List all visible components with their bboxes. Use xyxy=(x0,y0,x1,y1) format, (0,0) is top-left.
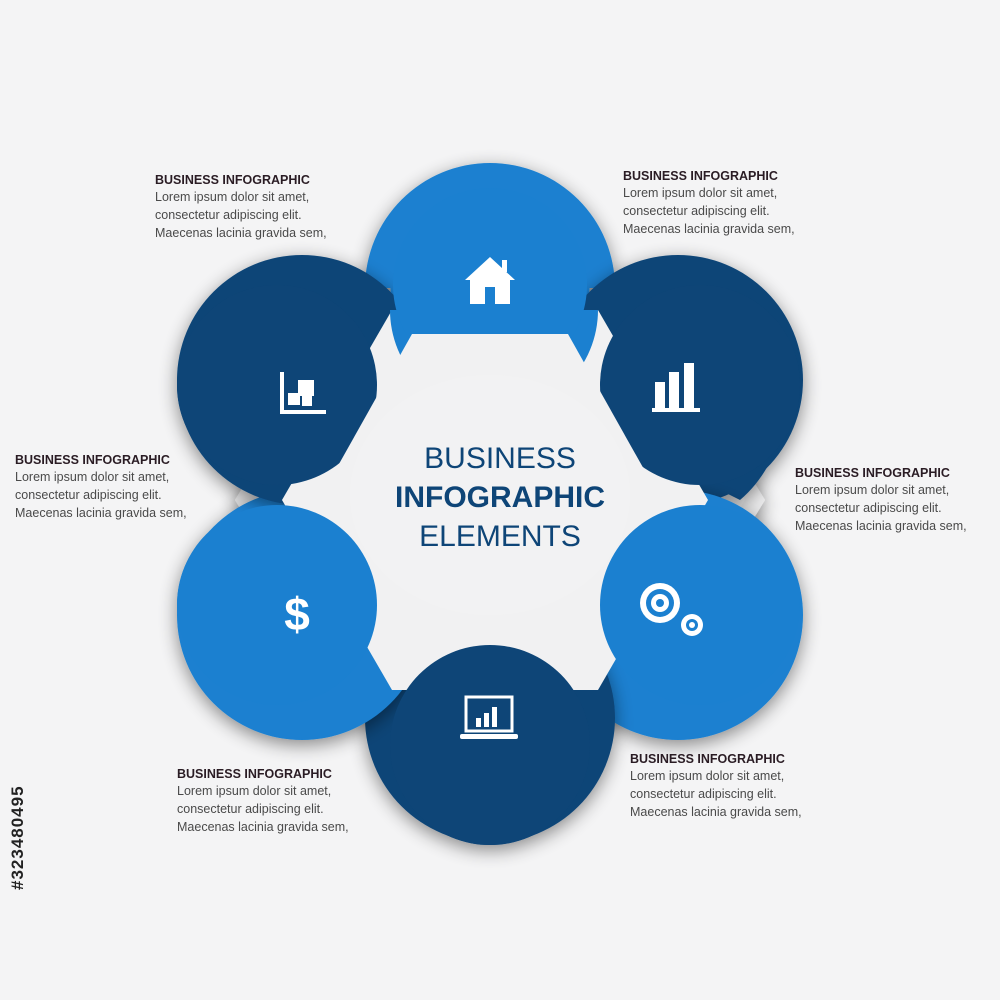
label-text-line: Maecenas lacinia gravida sem, xyxy=(623,222,795,236)
petal-lower-left-disc xyxy=(177,505,377,705)
label-text-line: Lorem ipsum dolor sit amet, xyxy=(15,470,170,484)
label-text-line: consectetur adipiscing elit. xyxy=(177,802,324,816)
home-icon xyxy=(465,257,515,304)
label-text-line: Maecenas lacinia gravida sem, xyxy=(15,506,187,520)
label-mid-right: BUSINESS INFOGRAPHIC Lorem ipsum dolor s… xyxy=(795,465,1000,535)
label-lower-left: BUSINESS INFOGRAPHIC Lorem ipsum dolor s… xyxy=(177,766,417,836)
label-text-line: Lorem ipsum dolor sit amet, xyxy=(795,483,950,497)
laptop-chart-icon xyxy=(460,695,518,739)
petal-lower-right-disc xyxy=(600,505,800,705)
label-title: BUSINESS INFOGRAPHIC xyxy=(155,173,310,187)
scatter-axes-icon xyxy=(280,372,326,414)
bar-chart-icon xyxy=(652,363,700,412)
stock-id: #323480495 xyxy=(8,785,27,890)
label-text-line: consectetur adipiscing elit. xyxy=(623,204,770,218)
label-title: BUSINESS INFOGRAPHIC xyxy=(623,169,778,183)
label-text-line: Maecenas lacinia gravida sem, xyxy=(177,820,349,834)
gears-icon xyxy=(640,583,703,636)
label-title: BUSINESS INFOGRAPHIC xyxy=(630,752,785,766)
label-text-line: Lorem ipsum dolor sit amet, xyxy=(155,190,310,204)
petal-upper-right-disc xyxy=(600,285,800,485)
label-title: BUSINESS INFOGRAPHIC xyxy=(177,767,332,781)
label-upper-left: BUSINESS INFOGRAPHIC Lorem ipsum dolor s… xyxy=(155,172,395,242)
dollar-icon: $ xyxy=(284,588,310,640)
label-text-line: consectetur adipiscing elit. xyxy=(155,208,302,222)
label-text-line: Lorem ipsum dolor sit amet, xyxy=(630,769,785,783)
label-mid-left: BUSINESS INFOGRAPHIC Lorem ipsum dolor s… xyxy=(15,452,255,522)
label-text-line: consectetur adipiscing elit. xyxy=(630,787,777,801)
center-title-line3: ELEMENTS xyxy=(419,520,581,553)
petal-upper-left-disc xyxy=(177,285,377,485)
label-title: BUSINESS INFOGRAPHIC xyxy=(795,466,950,480)
label-lower-right: BUSINESS INFOGRAPHIC Lorem ipsum dolor s… xyxy=(630,751,870,821)
label-text-line: Lorem ipsum dolor sit amet, xyxy=(623,186,778,200)
label-text-line: consectetur adipiscing elit. xyxy=(795,501,942,515)
center-title-line2: INFOGRAPHIC xyxy=(395,481,605,514)
label-text-line: Maecenas lacinia gravida sem, xyxy=(795,519,967,533)
center-title-line1: BUSINESS xyxy=(424,442,576,475)
label-text-line: consectetur adipiscing elit. xyxy=(15,488,162,502)
label-upper-right: BUSINESS INFOGRAPHIC Lorem ipsum dolor s… xyxy=(623,168,863,238)
center-face-soft xyxy=(350,375,630,615)
label-text-line: Maecenas lacinia gravida sem, xyxy=(155,226,327,240)
label-text-line: Maecenas lacinia gravida sem, xyxy=(630,805,802,819)
label-title: BUSINESS INFOGRAPHIC xyxy=(15,453,170,467)
center-title: BUSINESS INFOGRAPHIC ELEMENTS xyxy=(340,440,660,556)
label-text-line: Lorem ipsum dolor sit amet, xyxy=(177,784,332,798)
petal-bottom-disc xyxy=(390,645,590,845)
